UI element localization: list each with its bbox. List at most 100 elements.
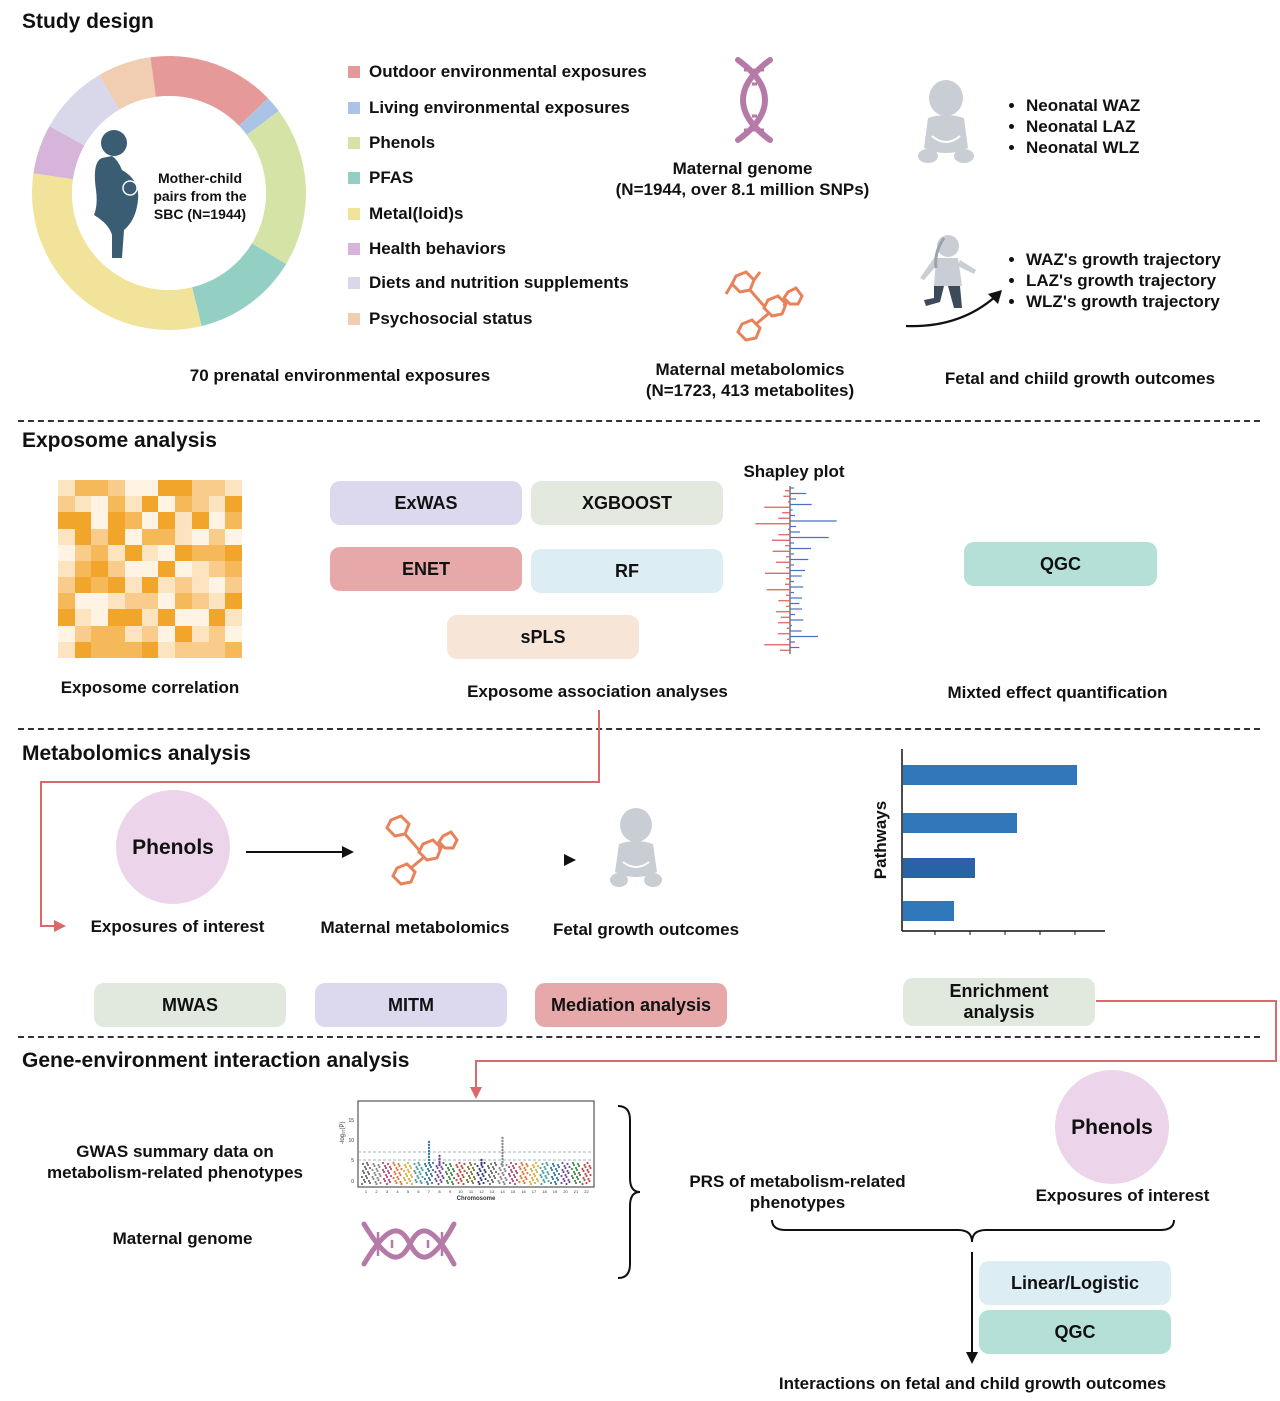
manhattan-point	[555, 1176, 559, 1180]
heatmap-cell	[91, 544, 109, 561]
manhattan-point	[515, 1171, 519, 1175]
mwas-button[interactable]: MWAS	[94, 983, 286, 1027]
section-divider	[18, 728, 1260, 730]
manhattan-point	[413, 1162, 416, 1166]
manhattan-point	[375, 1182, 378, 1186]
manhattan-point	[398, 1164, 401, 1168]
manhattan-point	[438, 1163, 441, 1167]
manhattan-point	[394, 1172, 397, 1176]
heatmap-cell	[225, 512, 242, 529]
legend-item: Metal(loid)s	[348, 203, 463, 225]
heatmap-cell	[175, 480, 192, 497]
heatmap-cell	[175, 528, 192, 545]
manhattan-point	[400, 1182, 403, 1186]
manhattan-point	[394, 1179, 397, 1183]
manhattan-point	[470, 1172, 474, 1176]
heatmap-cell	[158, 512, 176, 529]
manhattan-point	[446, 1166, 450, 1170]
rf-button[interactable]: RF	[531, 549, 723, 593]
manhattan-point	[528, 1173, 532, 1177]
pathways-axis-label: Pathways	[871, 801, 890, 879]
heatmap-cell	[58, 512, 75, 529]
heatmap-cell	[175, 593, 192, 610]
manhattan-point	[470, 1179, 474, 1183]
qgc-button[interactable]: QGC	[964, 542, 1157, 586]
heatmap-cell	[225, 577, 242, 594]
manhattan-point	[573, 1179, 577, 1183]
xgboost-button[interactable]: XGBOOST	[531, 481, 723, 525]
shapley-title: Shapley plot	[743, 462, 845, 481]
dna-icon	[735, 57, 773, 143]
heatmap-cell	[108, 625, 125, 642]
manhattan-chromosome-tick: 17	[532, 1189, 537, 1194]
right-brace-icon	[617, 1105, 641, 1279]
manhattan-point	[490, 1171, 494, 1175]
manhattan-point	[463, 1169, 466, 1173]
list-item: Neonatal WLZ	[1026, 137, 1140, 158]
manhattan-point	[487, 1166, 491, 1170]
manhattan-point	[508, 1174, 512, 1178]
exwas-button[interactable]: ExWAS	[330, 481, 522, 525]
heatmap-cell	[208, 512, 226, 529]
spls-button[interactable]: sPLS	[447, 615, 639, 659]
manhattan-point	[550, 1168, 554, 1172]
heatmap-cell	[91, 480, 109, 497]
manhattan-point	[571, 1176, 575, 1180]
pathway-bar	[903, 858, 975, 878]
heatmap-cell	[58, 528, 75, 545]
manhattan-point	[465, 1171, 469, 1175]
manhattan-point	[501, 1157, 504, 1161]
fetal-outcomes-label: Fetal growth outcomes	[552, 920, 740, 939]
correlation-heatmap	[58, 480, 242, 658]
manhattan-point	[535, 1170, 539, 1174]
heatmap-cell	[74, 544, 92, 561]
heatmap-cell	[191, 560, 209, 578]
manhattan-point	[531, 1163, 535, 1167]
manhattan-point	[431, 1161, 435, 1165]
manhattan-point	[387, 1178, 391, 1182]
manhattan-point	[541, 1162, 544, 1166]
manhattan-point	[381, 1168, 385, 1172]
mitm-button[interactable]: MITM	[315, 983, 507, 1027]
manhattan-point	[426, 1182, 430, 1186]
prs-label: PRS of metabolism-related phenotypes	[689, 1172, 906, 1212]
manhattan-point	[499, 1168, 502, 1172]
manhattan-point	[530, 1176, 534, 1180]
manhattan-point	[396, 1175, 399, 1179]
phenols-circle: Phenols	[116, 790, 230, 904]
manhattan-point	[366, 1170, 370, 1174]
legend-item: Health behaviors	[348, 238, 506, 260]
heatmap-cell	[108, 544, 125, 561]
manhattan-point	[501, 1154, 504, 1158]
manhattan-chromosome-tick: 7	[428, 1189, 431, 1194]
manhattan-point	[472, 1168, 476, 1172]
manhattan-point	[565, 1182, 568, 1186]
manhattan-point	[374, 1173, 377, 1177]
manhattan-point	[435, 1179, 438, 1183]
heatmap-cell	[91, 560, 109, 578]
manhattan-point	[465, 1178, 469, 1182]
manhattan-point	[449, 1171, 453, 1175]
manhattan-point	[450, 1173, 454, 1177]
heatmap-cell	[158, 560, 176, 578]
heatmap-cell	[91, 609, 109, 626]
mediation-button[interactable]: Mediation analysis	[535, 983, 727, 1027]
qgc-button[interactable]: QGC	[979, 1310, 1171, 1354]
manhattan-point	[397, 1162, 400, 1166]
manhattan-point	[365, 1161, 369, 1165]
heatmap-cell	[124, 641, 142, 658]
heatmap-cell	[225, 528, 242, 545]
enrichment-button[interactable]: Enrichment analysis	[903, 978, 1095, 1026]
manhattan-point	[388, 1165, 392, 1169]
manhattan-chromosome-tick: 11	[469, 1189, 474, 1194]
manhattan-point	[456, 1172, 459, 1176]
donut-segment	[239, 98, 279, 135]
heatmap-cell	[108, 577, 125, 594]
manhattan-point	[546, 1163, 549, 1167]
enet-button[interactable]: ENET	[330, 547, 522, 591]
linear-logistic-button[interactable]: Linear/Logistic	[979, 1261, 1171, 1305]
manhattan-point	[525, 1177, 528, 1181]
svg-text:15: 15	[348, 1118, 354, 1124]
manhattan-point	[511, 1179, 515, 1183]
manhattan-point	[573, 1172, 577, 1176]
